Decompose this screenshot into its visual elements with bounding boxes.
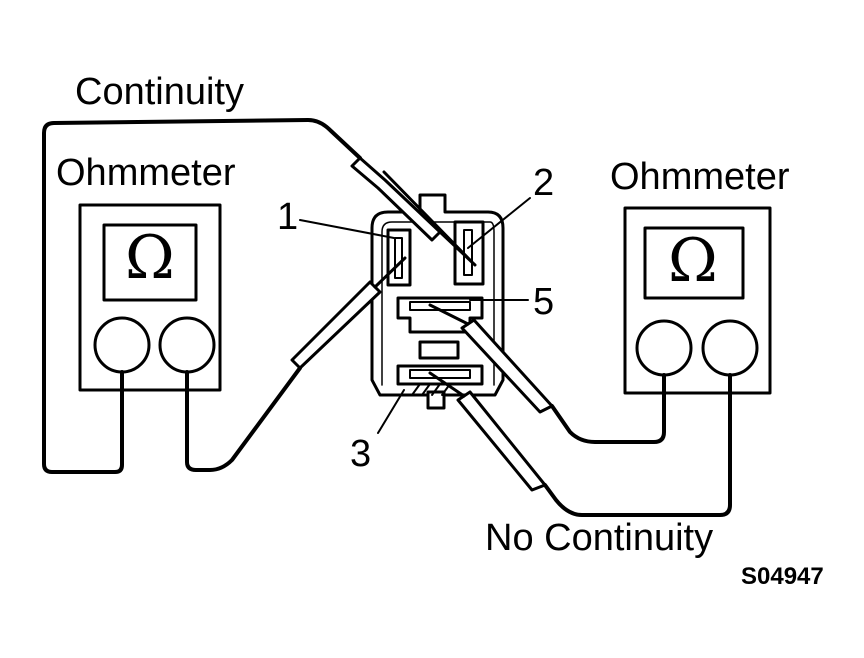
ohmmeter-left-label: Ohmmeter	[56, 152, 236, 194]
ohm-symbol-left: Ω	[125, 223, 175, 293]
ohm-symbol-right: Ω	[668, 226, 718, 296]
terminal-2-label: 2	[533, 162, 555, 204]
continuity-label: Continuity	[75, 71, 244, 113]
test-probe-icon	[428, 303, 554, 414]
lead-wire-no-continuity-a	[550, 373, 666, 444]
test-probe-icon	[350, 156, 477, 267]
test-probe-icon	[290, 256, 407, 370]
terminal-3-label: 3	[350, 433, 372, 475]
figure-code-label: S04947	[741, 563, 824, 590]
lead-wire-continuity-top	[42, 118, 362, 474]
no-continuity-label: No Continuity	[485, 517, 714, 559]
ohmmeter-right-label: Ohmmeter	[610, 156, 790, 198]
ohmmeter-right-icon	[623, 206, 772, 395]
ohmmeter-left-icon	[78, 203, 222, 392]
terminal-1-label: 1	[277, 196, 299, 238]
test-probe-icon	[428, 371, 547, 492]
terminal-5-label: 5	[533, 281, 555, 323]
leader-line-3	[377, 389, 405, 434]
lead-wire-continuity-bottom	[185, 366, 302, 472]
leader-line-2	[467, 197, 531, 249]
leader-line-1	[299, 219, 395, 239]
lead-wire-no-continuity-b	[543, 373, 732, 517]
